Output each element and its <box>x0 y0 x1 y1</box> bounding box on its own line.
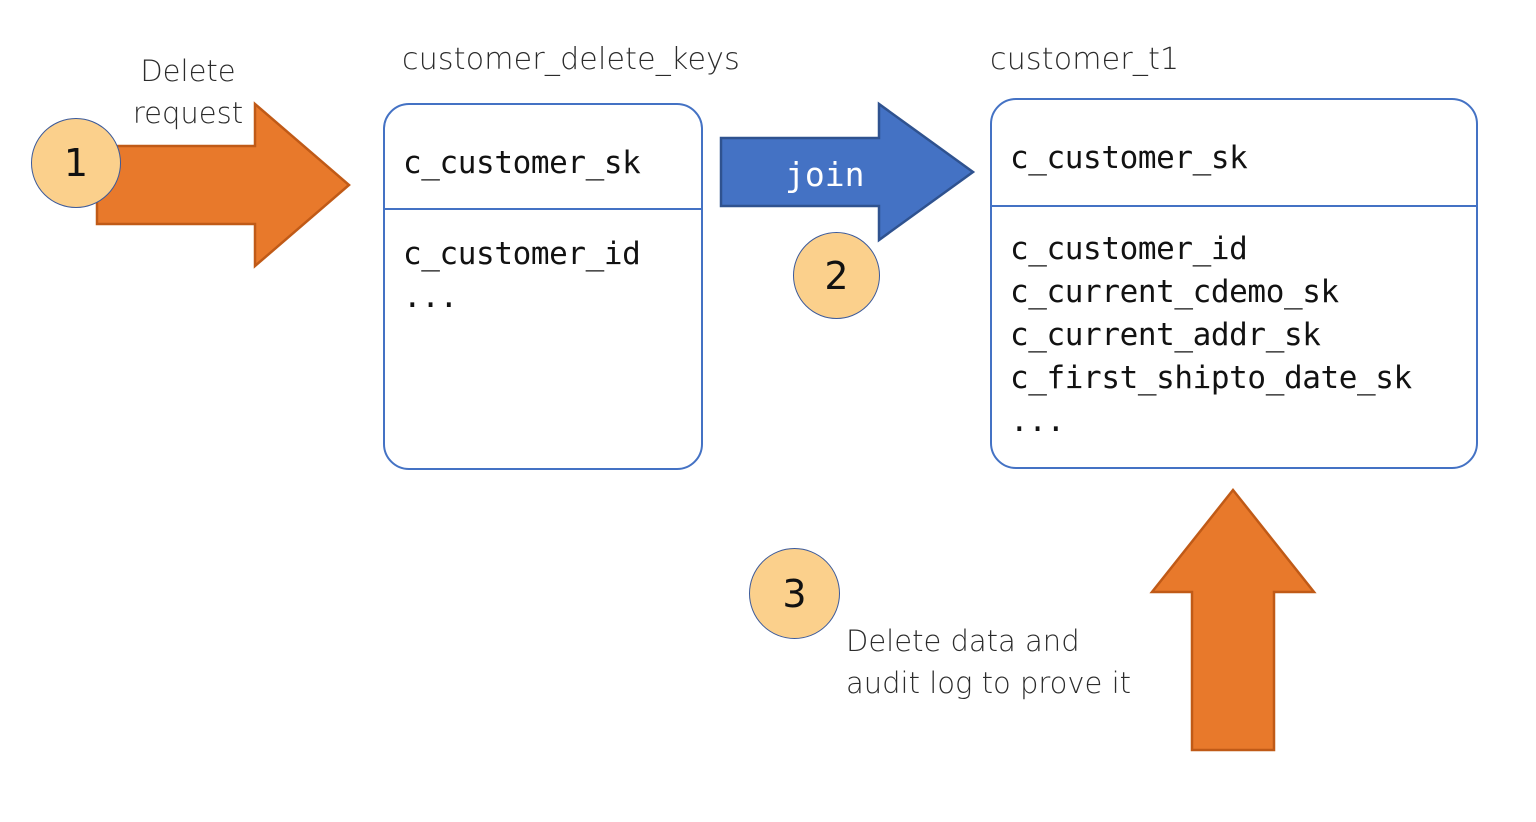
delete-write-back-arrow <box>1149 487 1317 752</box>
step-3-badge: 3 <box>749 548 840 639</box>
customer-t1-key-field: c_customer_sk <box>1010 140 1248 176</box>
step-1-badge: 1 <box>31 118 121 208</box>
join-arrow <box>719 101 976 243</box>
customer-t1-divider <box>992 205 1476 207</box>
customer-t1-fields: c_customer_id c_current_cdemo_sk c_curre… <box>1010 231 1412 439</box>
customer-delete-keys-table: c_customer_sk c_customer_id ... <box>383 103 703 470</box>
step-3-caption: Delete data and audit log to prove it <box>846 624 1132 700</box>
customer-delete-keys-key-field: c_customer_sk <box>403 145 641 181</box>
customer-delete-keys-fields: c_customer_id ... <box>403 236 641 315</box>
customer-delete-keys-label: customer_delete_keys <box>402 42 740 77</box>
customer-t1-label: customer_t1 <box>990 42 1180 77</box>
customer-t1-table: c_customer_sk c_customer_id c_current_cd… <box>990 98 1478 469</box>
delete-request-arrow <box>95 101 351 269</box>
step-1-caption: Delete request <box>132 54 244 130</box>
join-arrow-label: join <box>785 155 865 194</box>
step-2-badge: 2 <box>793 232 880 319</box>
customer-delete-keys-divider <box>385 208 701 210</box>
